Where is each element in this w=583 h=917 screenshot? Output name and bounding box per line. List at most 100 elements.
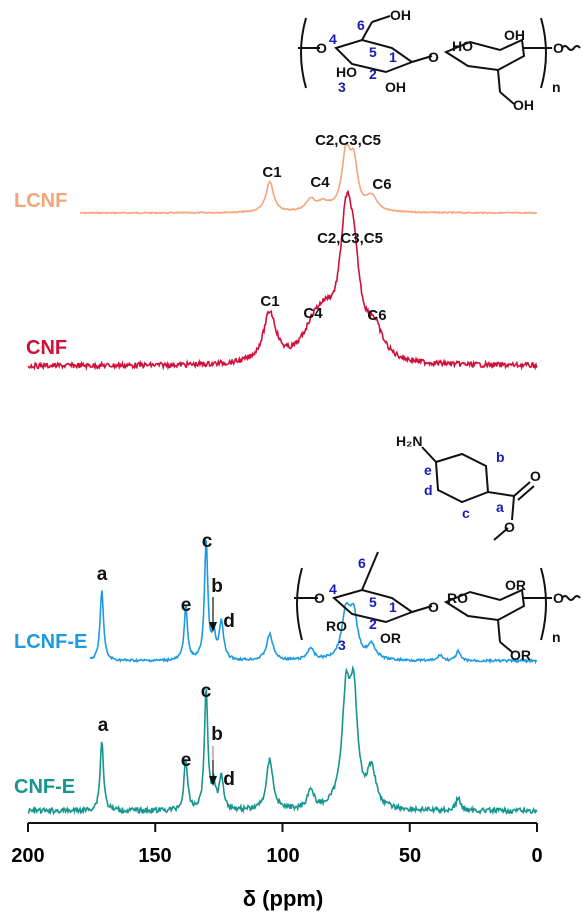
x-axis: 200 150 100 50 0 δ (ppm) <box>11 822 543 911</box>
wavy-end-2 <box>561 595 581 601</box>
lcnf-label-c1: C1 <box>262 164 281 181</box>
s2-letter-a: a <box>496 499 504 515</box>
s1-oh-ch2: OH <box>513 97 534 113</box>
cellulose-structure <box>298 15 581 105</box>
lcnf-label-c6: C6 <box>372 176 391 193</box>
cnf-peak-labels: C1 C4 C2,C3,C5 C6 <box>260 230 386 324</box>
s2-amine: H₂N <box>396 433 422 449</box>
x-axis-label: δ (ppm) <box>243 886 324 911</box>
s2-letter-b: b <box>496 449 505 465</box>
s1-num-6: 6 <box>357 17 365 33</box>
bond-ch2or2 <box>499 641 513 653</box>
ester-structure <box>294 446 581 653</box>
s2-or-ch2: OR <box>510 647 531 663</box>
s2-o-glyc: O <box>428 599 439 615</box>
bond-co2 <box>517 485 535 501</box>
bracket-right-1 <box>540 17 547 89</box>
s2-num-4: 4 <box>329 581 337 597</box>
spectra-group <box>27 142 538 816</box>
s1-oh-6: OH <box>390 7 411 23</box>
tick-label-100: 100 <box>266 845 299 867</box>
s2-or-2: OR <box>380 630 401 646</box>
x-ticks <box>27 823 538 832</box>
s2-carbonyl-o: O <box>530 468 541 484</box>
bond-ch2or <box>497 619 501 643</box>
bond-c6-oh <box>371 15 391 23</box>
s2-num-6: 6 <box>358 555 366 571</box>
lcnfe-label-d: d <box>223 611 235 632</box>
spectrum-cnf <box>27 189 538 371</box>
cnfe-label-b: b <box>211 724 223 745</box>
s2-num-1: 1 <box>389 599 397 615</box>
cnf-label-c6: C6 <box>367 307 386 324</box>
s2-ro-3: RO <box>326 618 347 634</box>
bond-co <box>513 481 531 497</box>
bracket-right-2 <box>540 567 547 641</box>
bond-nh2 <box>421 446 437 463</box>
cnfe-peak-labels: a e c b d <box>98 681 235 790</box>
benzene-ring <box>434 452 490 504</box>
cnfe-label-e: e <box>181 750 192 771</box>
cnfe-label-d: d <box>223 769 235 790</box>
series-label-cnfe: CNF-E <box>14 776 75 798</box>
series-label-cnf: CNF <box>26 337 67 359</box>
s2-num-2: 2 <box>369 616 377 632</box>
tick-label-0: 0 <box>531 845 542 867</box>
cnfe-arrowhead-b <box>209 776 217 786</box>
spectrum-cnf-e <box>27 664 538 816</box>
lcnfe-label-a: a <box>97 564 108 585</box>
s2-num-3: 3 <box>338 637 346 653</box>
s1-num-5: 5 <box>369 44 377 60</box>
s1-o-left: O <box>316 40 327 56</box>
s2-letter-d: d <box>424 482 433 498</box>
s2-ro-r: RO <box>447 590 468 606</box>
s1-o-glyc: O <box>428 49 439 65</box>
bracket-left-2 <box>296 567 303 641</box>
lcnfe-peak-labels: a e c b d <box>97 531 235 632</box>
s1-oh-r: OH <box>504 27 525 43</box>
bond-o-ch2 <box>493 527 509 541</box>
series-label-lcnfe: LCNF-E <box>14 631 87 653</box>
s2-o-left: O <box>314 590 325 606</box>
lcnf-label-c4: C4 <box>310 174 330 191</box>
lcnf-label-c235: C2,C3,C5 <box>315 132 381 149</box>
lcnfe-label-b: b <box>211 576 223 597</box>
bond-ring-carbonyl <box>487 491 515 497</box>
lcnf-peak-labels: C1 C4 C2,C3,C5 C6 <box>262 132 391 193</box>
s1-num-2: 2 <box>369 66 377 82</box>
lcnfe-arrowhead-b <box>209 622 217 632</box>
cnf-label-c1: C1 <box>260 293 279 310</box>
s2-n: n <box>552 629 561 645</box>
cnfe-label-c: c <box>201 681 212 702</box>
bond-ch2oh <box>497 69 501 93</box>
tick-label-150: 150 <box>138 845 171 867</box>
s2-letter-e: e <box>424 462 432 478</box>
wavy-end-1 <box>561 45 581 51</box>
spectrum-lcnf <box>79 142 538 215</box>
series-label-lcnf: LCNF <box>14 190 67 212</box>
ring-right-2 <box>443 588 526 622</box>
lcnfe-label-c: c <box>202 531 213 552</box>
spectrum-lcnf-e <box>89 540 538 665</box>
s1-o-right: O <box>553 40 564 56</box>
cnf-label-c235: C2,C3,C5 <box>317 230 383 247</box>
bond-ch2oh2 <box>499 91 515 105</box>
s2-o-ester: O <box>504 519 515 535</box>
s1-oh-2: OH <box>385 79 406 95</box>
s1-ho-r: HO <box>452 38 473 54</box>
cellulose-labels: n 1 2 3 4 5 6 OH OH HO HO OH OH O O O <box>316 7 564 113</box>
s2-letter-c: c <box>462 505 470 521</box>
s1-n: n <box>552 79 561 95</box>
bond-c6 <box>361 21 373 41</box>
bracket-left-1 <box>300 17 307 89</box>
s1-num-1: 1 <box>389 49 397 65</box>
s2-o-right: O <box>553 590 564 606</box>
bond-glycosidic <box>411 55 433 63</box>
s1-ho-3: HO <box>336 64 357 80</box>
cnfe-label-a: a <box>98 715 109 736</box>
lcnfe-label-e: e <box>181 595 192 616</box>
s1-num-4: 4 <box>329 31 337 47</box>
tick-label-50: 50 <box>399 845 421 867</box>
cnf-label-c4: C4 <box>303 305 323 322</box>
